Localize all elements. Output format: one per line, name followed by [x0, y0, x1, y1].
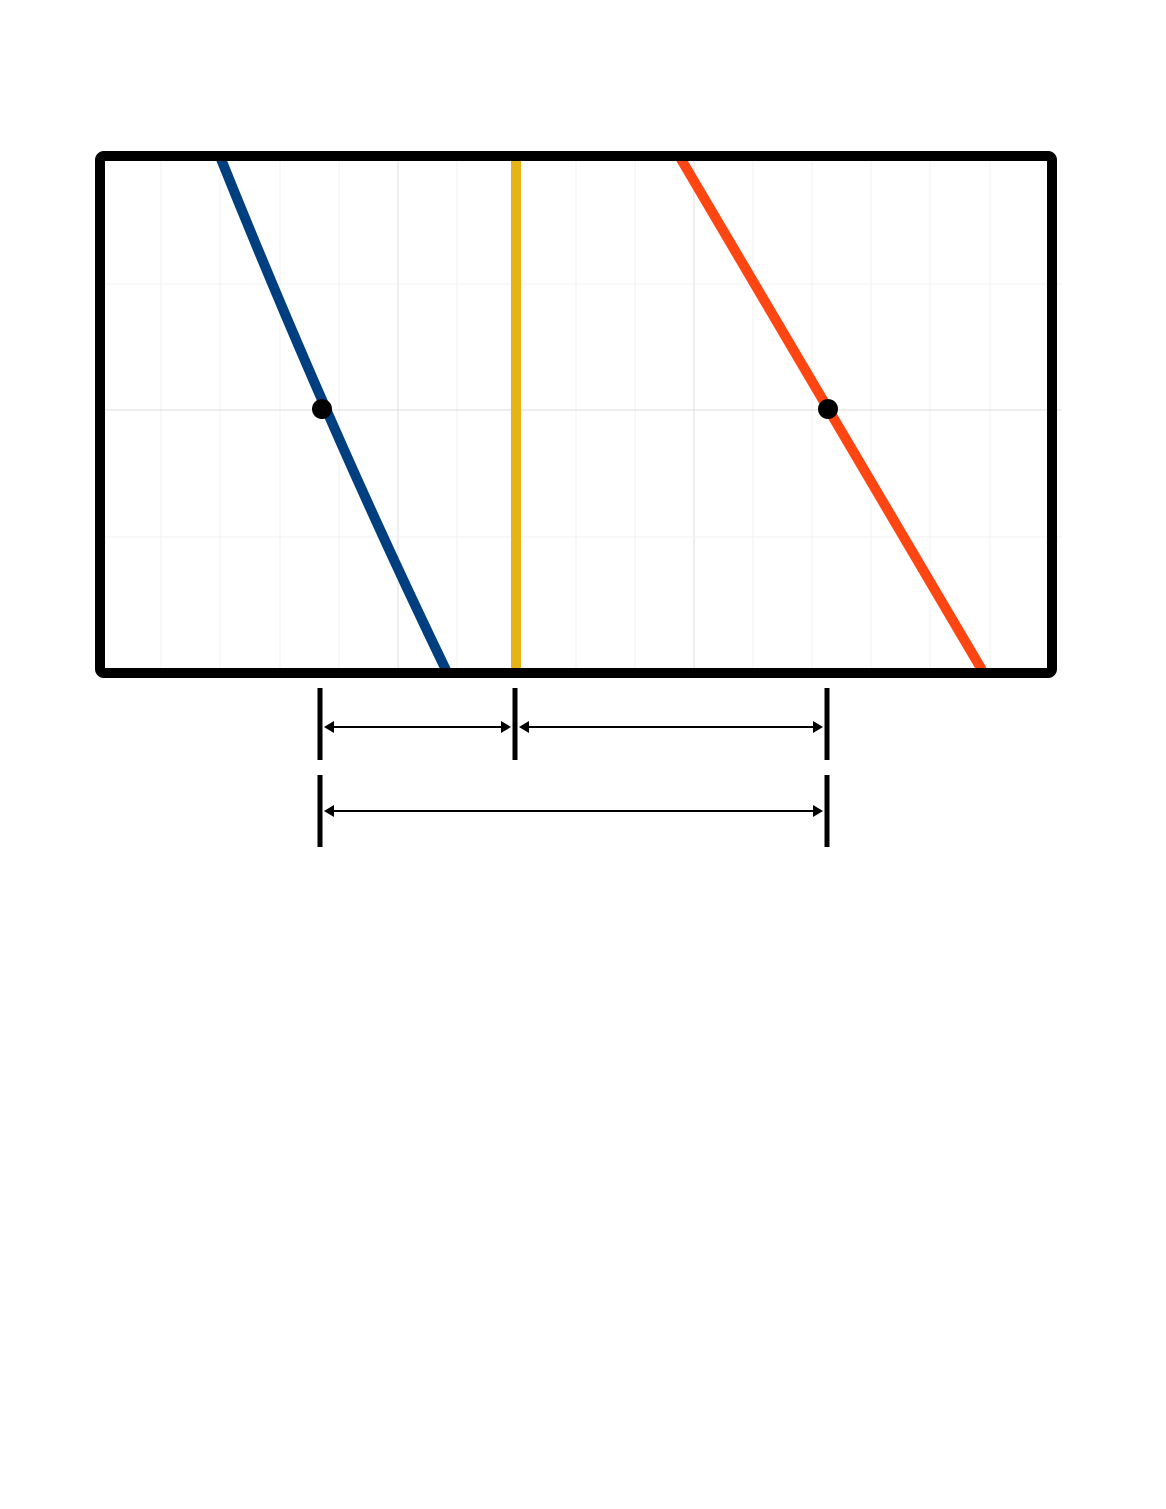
arrowhead-left-icon	[519, 721, 529, 733]
arrowhead-right-icon	[813, 721, 823, 733]
dimension-lines	[317, 688, 830, 847]
dimension-blue-to-orange	[324, 805, 823, 817]
arrowhead-right-icon	[813, 805, 823, 817]
blue-marker	[312, 399, 332, 419]
dimension-yellow-to-orange	[519, 721, 823, 733]
orange-marker	[818, 399, 838, 419]
grid-lines	[100, 156, 1062, 673]
arrowhead-right-icon	[501, 721, 511, 733]
blue-curve	[214, 152, 451, 673]
arrowhead-left-icon	[324, 721, 334, 733]
dimension-blue-to-yellow	[324, 721, 511, 733]
plot-frame	[95, 151, 1057, 678]
arrowhead-left-icon	[324, 805, 334, 817]
markers	[312, 399, 838, 419]
curves	[214, 151, 987, 673]
